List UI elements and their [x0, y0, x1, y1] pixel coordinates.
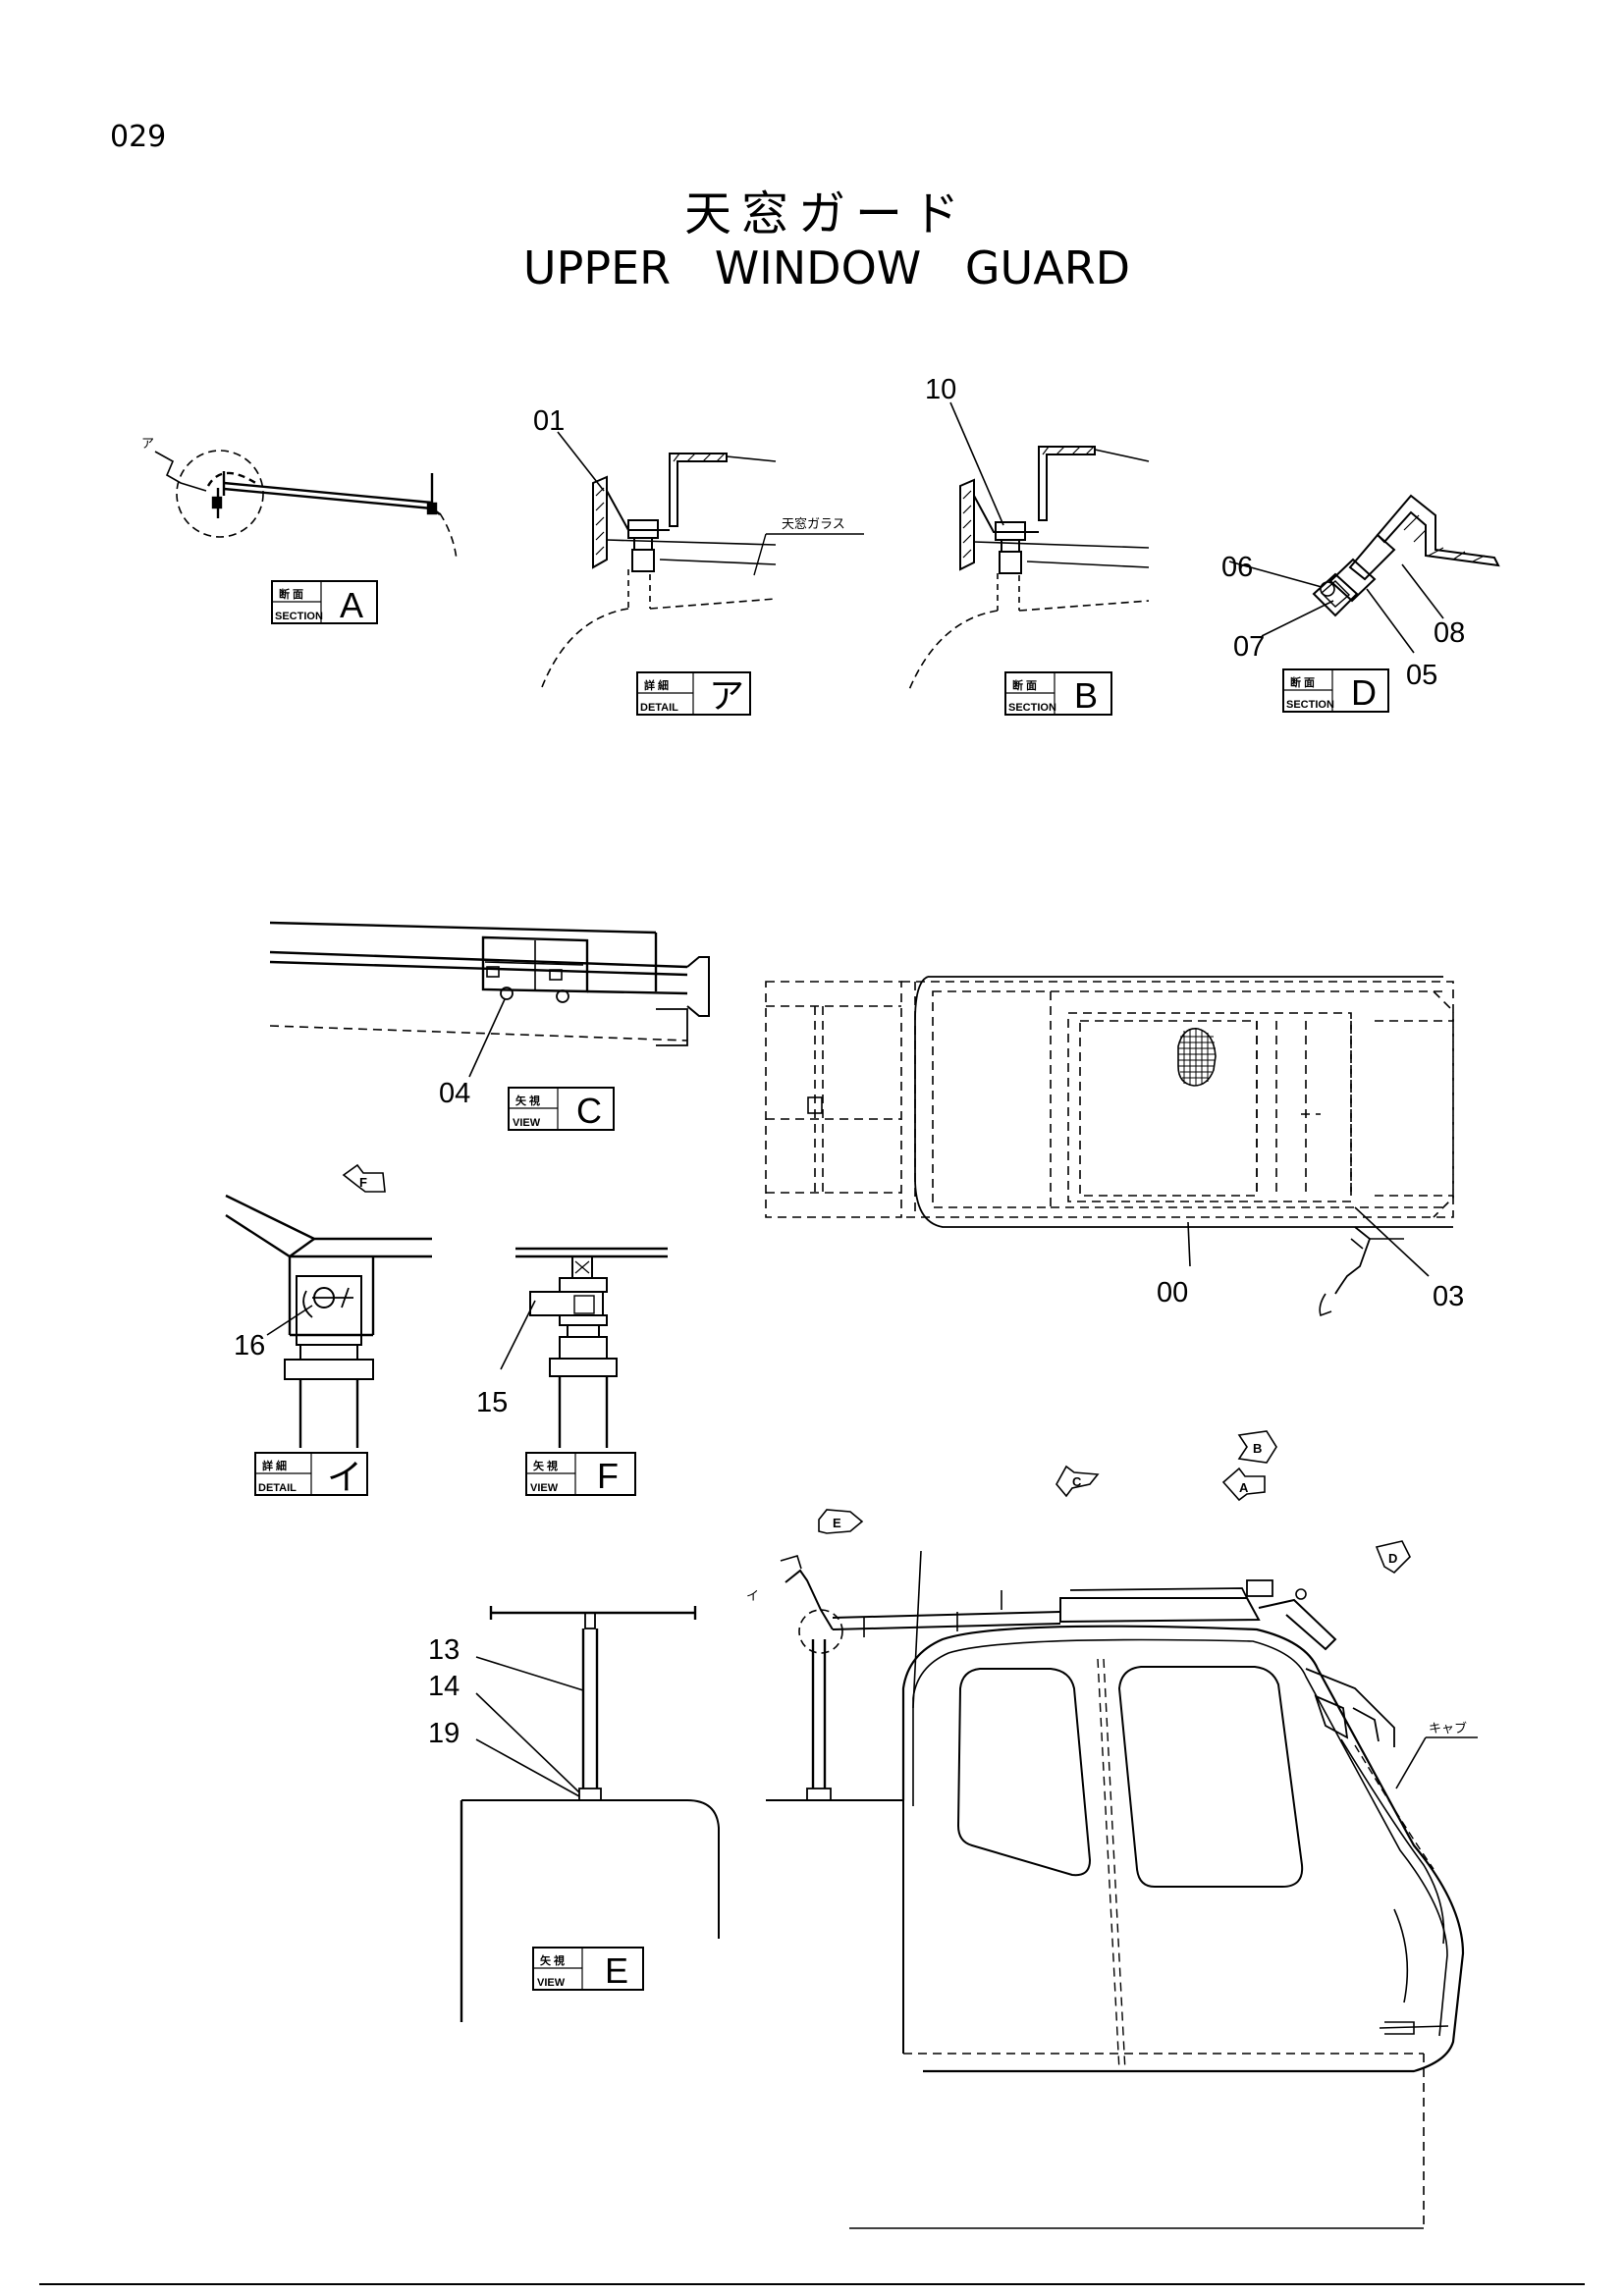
section-a-label: 断 面 SECTION A — [271, 580, 378, 625]
callout-16: 16 — [234, 1330, 265, 1362]
svg-text:B: B — [1253, 1441, 1262, 1456]
section-d-drawing: 06 07 08 05 — [1221, 494, 1500, 691]
view-f-drawing: 15 — [476, 1247, 668, 1448]
view-tag-en: VIEW — [513, 1117, 541, 1129]
view-c-drawing: 04 — [269, 921, 710, 1109]
callout-10: 10 — [925, 374, 956, 405]
view-tag-en: VIEW — [530, 1482, 559, 1494]
detail-tag-en: DETAIL — [640, 702, 678, 714]
callout-13: 13 — [428, 1634, 460, 1666]
callout-00: 00 — [1157, 1277, 1188, 1308]
cab-label: キャブ — [1429, 1721, 1467, 1735]
view-tag-jp: 矢 視 — [540, 1953, 565, 1967]
page-title-english: UPPER WINDOW GUARD — [522, 241, 1131, 294]
svg-text:C: C — [1072, 1474, 1082, 1489]
section-tag-en: SECTION — [1286, 699, 1334, 711]
view-e-letter: E — [605, 1950, 628, 1991]
callout-03: 03 — [1433, 1281, 1464, 1312]
view-tag-en: VIEW — [537, 1977, 566, 1989]
detail-a-label: 詳 細 DETAIL ア — [636, 671, 751, 716]
section-tag-jp: 断 面 — [1012, 678, 1037, 692]
view-arrow-markers — [818, 1430, 1411, 1575]
section-a-drawing: ア — [141, 436, 458, 561]
section-d-label: 断 面 SECTION D — [1282, 668, 1389, 713]
section-b-label: 断 面 SECTION B — [1004, 671, 1112, 716]
skylight-glass-label: 天窓ガラス — [782, 516, 845, 531]
callout-15: 15 — [476, 1387, 508, 1418]
callout-06: 06 — [1221, 552, 1253, 583]
view-c-label: 矢 視 VIEW C — [508, 1087, 615, 1131]
callout-14: 14 — [428, 1671, 460, 1702]
svg-text:A: A — [1239, 1480, 1249, 1495]
page-title-japanese: 天窓ガード — [683, 187, 969, 241]
callout-05: 05 — [1406, 660, 1437, 691]
plan-view-drawing: 00 03 — [765, 976, 1464, 1317]
detail-tag-jp: 詳 細 — [262, 1459, 287, 1472]
detail-i-label: 詳 細 DETAIL イ — [254, 1452, 368, 1497]
callout-08: 08 — [1434, 617, 1465, 649]
detail-marker-i-label: イ — [746, 1588, 759, 1603]
section-b-drawing: 10 — [907, 374, 1150, 693]
view-tag-jp: 矢 視 — [515, 1094, 540, 1107]
callout-07: 07 — [1233, 631, 1265, 663]
detail-a-drawing: 01 天窓ガラス — [533, 405, 864, 688]
detail-i-drawing: 16 F — [225, 1163, 432, 1448]
callout-19: 19 — [428, 1718, 460, 1749]
section-b-letter: B — [1074, 675, 1098, 716]
section-tag-en: SECTION — [1008, 702, 1056, 714]
callout-01: 01 — [533, 405, 565, 437]
view-f-label: 矢 視 VIEW F — [525, 1452, 636, 1496]
detail-tag-jp: 詳 細 — [644, 678, 669, 692]
section-tag-jp: 断 面 — [279, 587, 303, 601]
view-e-drawing: 13 14 19 — [428, 1606, 720, 2022]
section-tag-en: SECTION — [275, 611, 323, 622]
svg-text:D: D — [1388, 1551, 1397, 1566]
detail-i-letter: イ — [327, 1457, 362, 1497]
callout-04: 04 — [439, 1078, 470, 1109]
view-f-letter: F — [597, 1456, 619, 1496]
svg-text:E: E — [833, 1516, 841, 1530]
view-c-letter: C — [576, 1091, 602, 1131]
view-e-label: 矢 視 VIEW E — [532, 1947, 644, 1991]
cab-side-view-drawing: B C A E D イ — [746, 1430, 1478, 2229]
detail-a-letter: ア — [709, 675, 744, 716]
view-tag-jp: 矢 視 — [533, 1459, 558, 1472]
detail-tag-en: DETAIL — [258, 1482, 297, 1494]
section-d-letter: D — [1351, 672, 1377, 713]
detail-marker-a-label: ア — [141, 436, 154, 451]
svg-text:F: F — [359, 1175, 367, 1190]
section-a-letter: A — [340, 585, 363, 625]
page-number: 029 — [110, 120, 167, 154]
section-tag-jp: 断 面 — [1290, 675, 1315, 689]
